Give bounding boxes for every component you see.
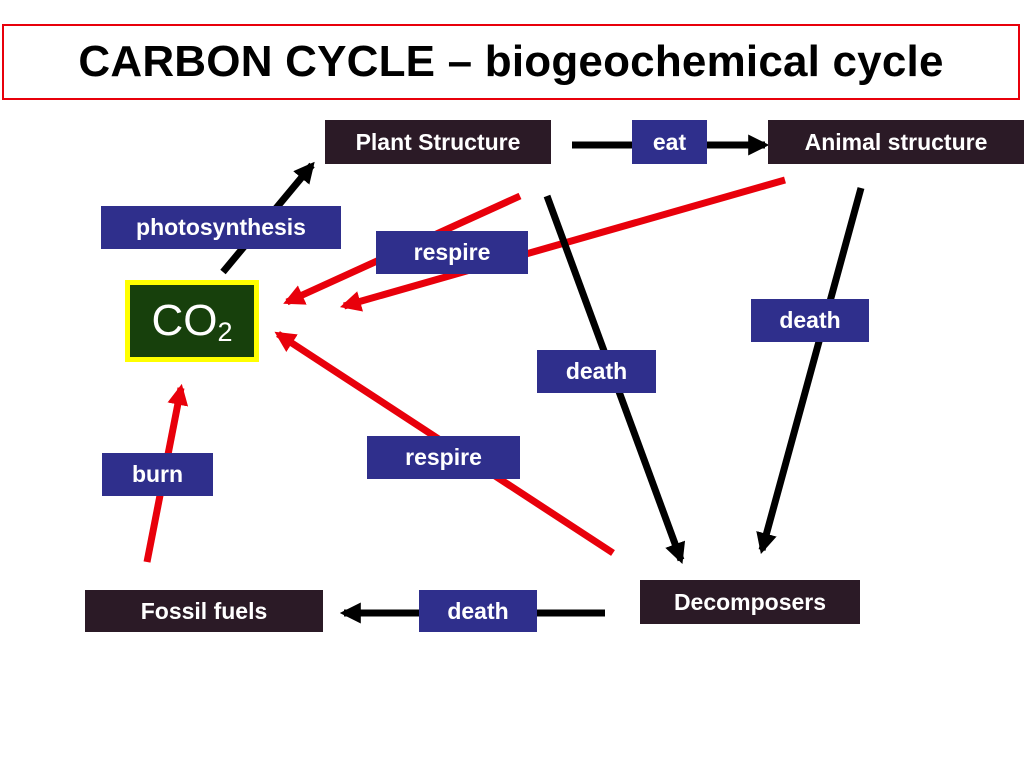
co2-label: CO2 [151,296,233,347]
burn-label: burn [102,453,213,496]
page-title: CARBON CYCLE – biogeochemical cycle [78,37,944,86]
decomposers-label: Decomposers [673,588,827,615]
co2-subscript: 2 [217,317,233,347]
plant-structure-node: Plant Structure [325,120,551,164]
death-label-decomposers: death [419,590,537,632]
fossil-fuels-node: Fossil fuels [85,590,323,632]
eat-label: eat [632,120,707,164]
respire-label-decomposers: respire [367,436,520,479]
decomposers-node: Decomposers [640,580,860,624]
animal-structure-label: Animal structure [804,128,988,155]
respire-label-plants-animals: respire [376,231,528,274]
animal-death-arrow [756,187,865,555]
plant-structure-label: Plant Structure [355,128,521,155]
co2-node: CO2 [125,280,259,362]
death-label-plant: death [537,350,656,393]
fossil-fuels-label: Fossil fuels [140,597,268,624]
animal-structure-node: Animal structure [768,120,1024,164]
title-box: CARBON CYCLE – biogeochemical cycle [2,24,1020,100]
death-label-animal: death [751,299,869,342]
photosynthesis-label: photosynthesis [101,206,341,249]
